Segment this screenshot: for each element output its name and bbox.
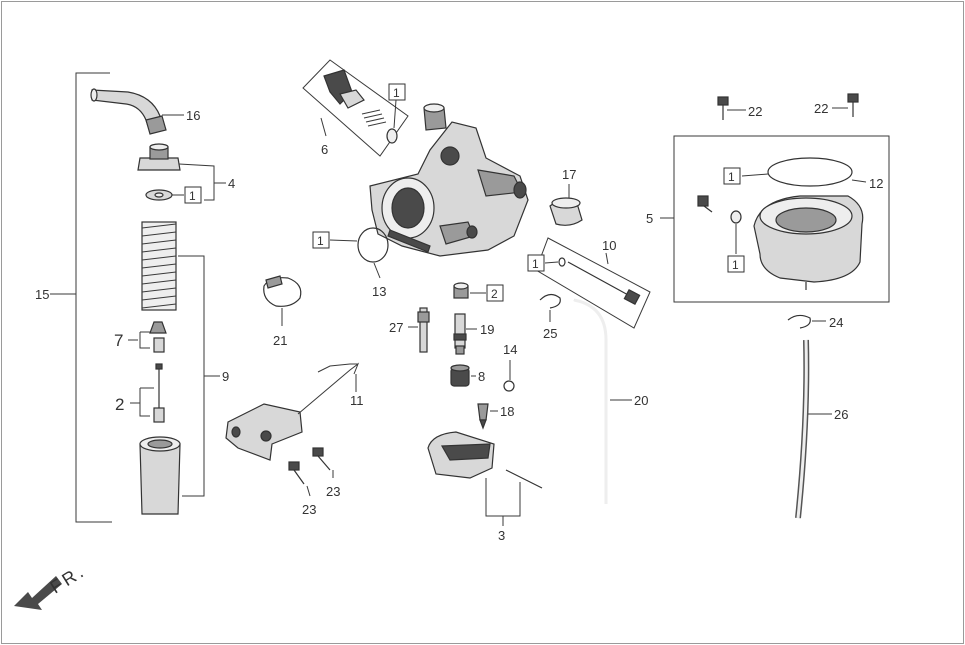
callout-17: 17 [562,167,576,182]
callout-9: 9 [222,369,229,384]
part-jet-holder-top [453,282,469,299]
callout-20: 20 [634,393,648,408]
callout-16: 16 [186,108,200,123]
part-23-screw-a [312,447,331,471]
bracket-15 [50,72,112,523]
part-25-clip [539,293,561,309]
callout-1-gasket: 1 [728,170,735,184]
part-22-screw-left [717,96,729,120]
part-20-overflow-tube [573,299,607,504]
callout-1-drain: 1 [732,258,739,272]
drain-washer-icon [730,210,742,224]
part-21-hose-clamp [263,275,302,307]
part-24-clip [787,314,811,329]
part-27-pilot-jet [417,307,430,353]
part-7-needle-clip [149,321,167,353]
callout-2-box: 2 [491,287,498,301]
part-12-gasket [767,157,853,187]
callout-27: 27 [389,320,403,335]
part-16-elbow-pipe [90,88,167,135]
part-6-pilot-screw [323,69,365,109]
callout-1: 1 [189,189,196,203]
callout-5: 5 [646,211,653,226]
callout-7: 7 [114,331,123,350]
callout-22-b: 22 [814,101,828,116]
callout-4: 4 [228,176,235,191]
callout-23-b: 23 [302,502,316,517]
callout-1-oring: 1 [317,234,324,248]
front-label: FR. [47,560,90,597]
part-9-spring [141,221,177,311]
callout-26: 26 [834,407,848,422]
part-19-needle-jet [453,313,467,355]
part-drain-screw [697,195,713,213]
callout-10: 10 [602,238,616,253]
tag-box-1 [184,186,202,204]
part-2-jet-needle [153,363,165,423]
group-5-box [673,135,890,303]
callout-21: 21 [273,333,287,348]
part-22-screw-right [847,93,859,117]
callout-18: 18 [500,404,514,419]
callout-12: 12 [869,176,883,191]
part-3-float [427,431,543,489]
part-11-choke-lever [225,362,360,461]
part-throttle-slide [139,436,181,515]
group-6-box: 1 [302,59,409,157]
callout-1-pin: 1 [532,257,539,271]
part-4-cap [137,143,181,171]
callout-24: 24 [829,315,843,330]
front-direction-arrow-icon [14,576,62,610]
part-14-small-o-ring [503,380,515,392]
callout-19: 19 [480,322,494,337]
part-carburetor-body [369,103,529,257]
callout-22-a: 22 [748,104,762,119]
part-23-screw-b [288,461,305,485]
callout-1-pilot: 1 [393,86,400,100]
callout-6: 6 [321,142,328,157]
callout-8: 8 [478,369,485,384]
tag-box-2 [486,284,504,302]
part-8-main-jet [450,364,470,387]
callout-14: 14 [503,342,517,357]
callout-25: 25 [543,326,557,341]
callout-3: 3 [498,528,505,543]
part-6-spring [361,109,387,127]
callout-13: 13 [372,284,386,299]
callout-23-a: 23 [326,484,340,499]
part-13-o-ring [357,227,389,263]
callout-11: 11 [350,393,364,408]
group-10-box [535,237,651,329]
part-18-float-needle [477,403,489,430]
part-float-bowl [753,195,864,290]
part-17-cap [549,197,583,226]
callout-15: 15 [35,287,49,302]
callout-2: 2 [115,395,124,414]
